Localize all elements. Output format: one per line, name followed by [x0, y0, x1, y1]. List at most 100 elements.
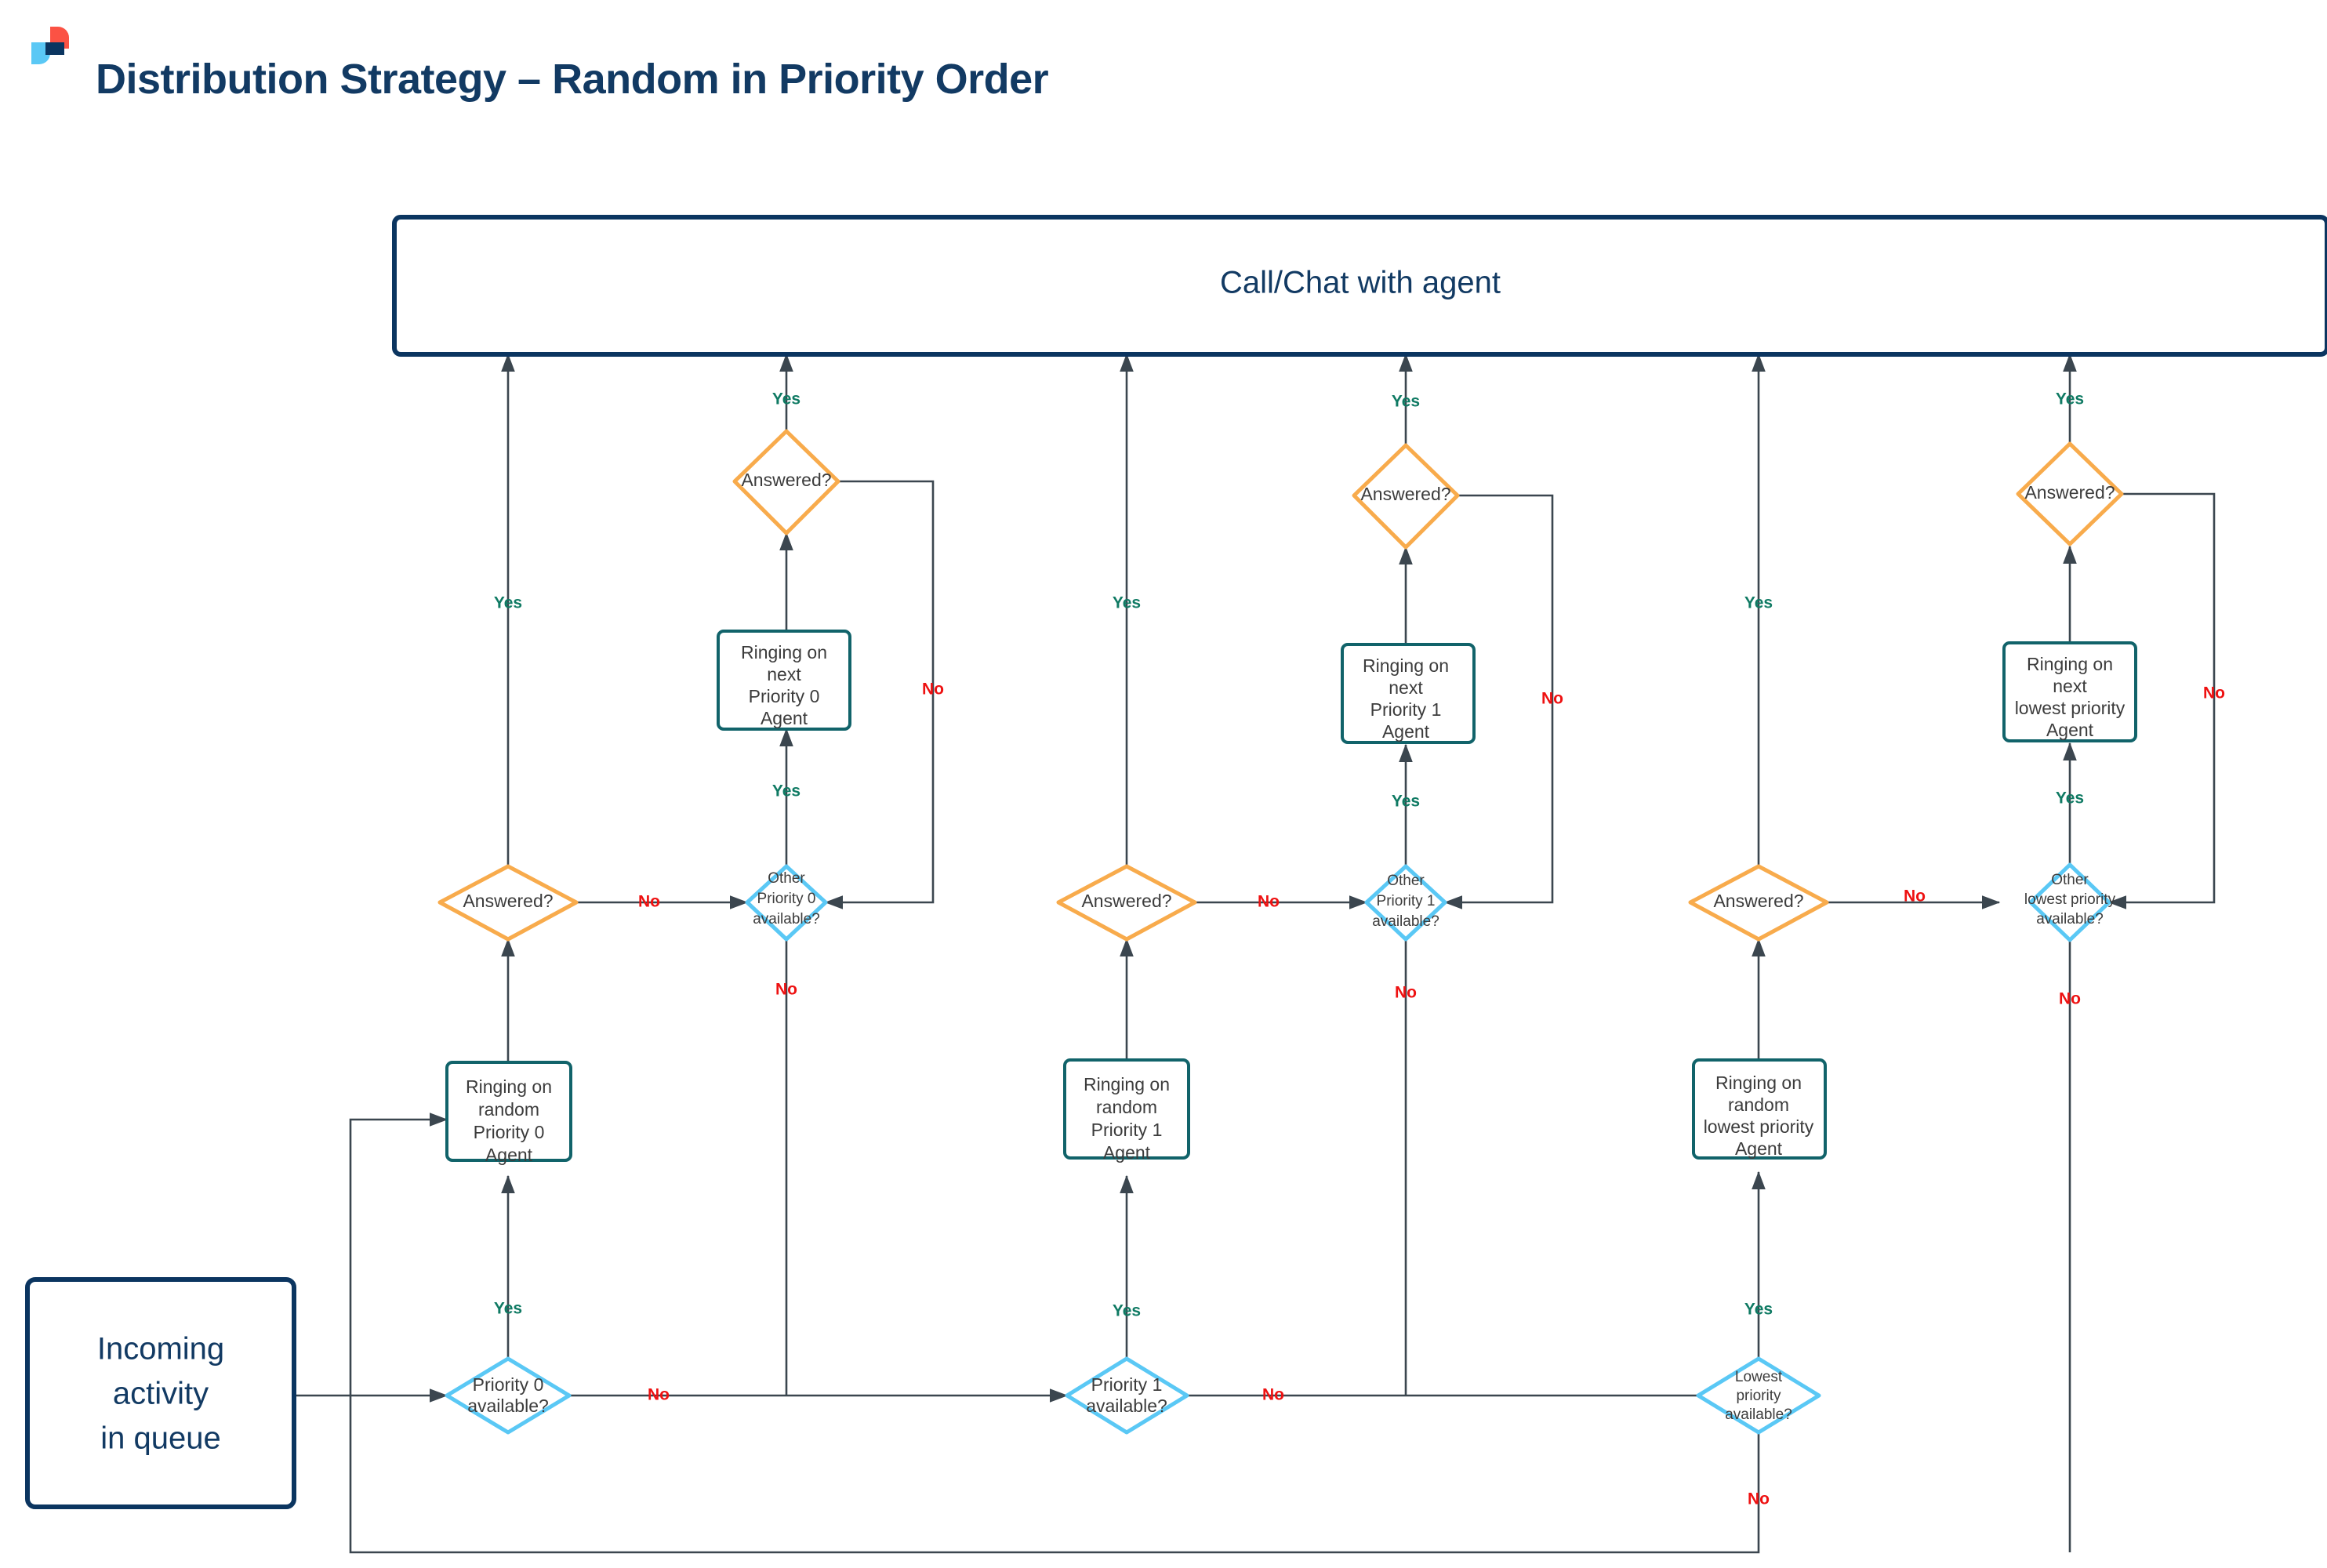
- label-yes-otherp1: Yes: [1392, 793, 1420, 811]
- node-label-ringnext1-line-1: Ringing on: [1363, 655, 1449, 676]
- node-label-otherp0-line-2: Priority 0: [757, 891, 816, 907]
- node-label-ringnextlow-line-3: lowest priority: [2015, 698, 2126, 718]
- node-label-priority1-line-2: available?: [1086, 1396, 1167, 1416]
- label-yes-answeredlowb: Yes: [2056, 390, 2084, 408]
- node-answered-next-lowest[interactable]: Answered?: [2016, 441, 2124, 546]
- node-label-otherp1-line-1: Other: [1387, 873, 1425, 889]
- node-label-ringrandomlow-line-4: Agent: [1735, 1138, 1783, 1159]
- page-title: Distribution Strategy – Random in Priori…: [96, 56, 1049, 103]
- label-yes-answered0b: Yes: [772, 390, 800, 408]
- node-label-ringrandom0-line-2: random: [478, 1099, 539, 1120]
- node-label-lowest-line-3: available?: [1725, 1406, 1792, 1423]
- node-label-otherp0-line-3: available?: [753, 911, 820, 927]
- node-label-ringnextlow-line-1: Ringing on: [2027, 654, 2113, 674]
- node-incoming-activity[interactable]: Incoming activity in queue: [25, 1277, 296, 1509]
- node-call-chat-with-agent[interactable]: Call/Chat with agent: [392, 215, 2327, 357]
- label-no-priority0: No: [648, 1386, 670, 1404]
- node-ringing-random-lowest[interactable]: Ringing on random lowest priority Agent: [1692, 1058, 1827, 1160]
- node-label-ringnext1-line-2: next: [1389, 677, 1423, 698]
- node-label-ringnext1-line-3: Priority 1: [1370, 699, 1442, 720]
- label-no-answered0b: No: [922, 681, 944, 699]
- label-no-answered1b: No: [1541, 690, 1563, 708]
- label-yes-answered1b: Yes: [1392, 393, 1420, 411]
- label-yes-otherlow: Yes: [2056, 789, 2084, 808]
- node-label-answered1b: Answered?: [1360, 484, 1450, 504]
- node-label-ringrandom1-line-2: random: [1096, 1097, 1157, 1117]
- label-no-otherp1: No: [1395, 984, 1417, 1002]
- node-label-priority1-line-1: Priority 1: [1091, 1374, 1163, 1395]
- label-no-answered0: No: [638, 893, 660, 911]
- node-label-ringnextlow-line-4: Agent: [2046, 720, 2094, 740]
- node-label-otherp1-line-3: available?: [1372, 913, 1439, 930]
- node-lowest-priority-available[interactable]: Lowest priority available?: [1696, 1356, 1821, 1435]
- node-label-ringnext0-line-1: Ringing on: [741, 642, 827, 662]
- label-yes-answeredlow: Yes: [1744, 594, 1773, 612]
- node-label-ringnext0-line-2: next: [767, 664, 801, 684]
- node-label-ringnext1-line-4: Agent: [1382, 721, 1430, 742]
- node-other-priority0-available[interactable]: Other Priority 0 available?: [745, 864, 828, 942]
- node-priority1-available[interactable]: Priority 1 available?: [1065, 1356, 1189, 1435]
- node-ringing-next-priority1[interactable]: Ringing on next Priority 1 Agent: [1341, 643, 1476, 744]
- label-no-priority1: No: [1262, 1386, 1284, 1404]
- edge-lowest-no: [349, 1112, 1760, 1554]
- node-label-ringnext0-line-4: Agent: [761, 708, 808, 728]
- edge-answered0b-no: [824, 480, 935, 909]
- node-label-call-chat: Call/Chat with agent: [1220, 266, 1501, 300]
- node-answered-priority0[interactable]: Answered?: [437, 864, 579, 942]
- page-header: Distribution Strategy – Random in Priori…: [0, 0, 2327, 141]
- edge-label-layer: Yes No Yes No Yes No Yes No Yes No Yes N…: [494, 390, 2225, 1508]
- edge-layer: [294, 353, 2216, 1554]
- node-label-incoming-line-3: in queue: [100, 1421, 220, 1456]
- label-yes-otherp0: Yes: [772, 782, 800, 800]
- label-yes-answered1: Yes: [1113, 594, 1141, 612]
- logo-navy-square: [45, 42, 64, 55]
- node-answered-next-priority1[interactable]: Answered?: [1352, 443, 1460, 550]
- node-label-lowest-line-2: priority: [1736, 1388, 1781, 1404]
- edge-answered1b-no: [1443, 494, 1554, 909]
- label-yes-priority1: Yes: [1113, 1302, 1141, 1320]
- node-label-answered0: Answered?: [463, 891, 553, 911]
- node-label-ringrandomlow-line-2: random: [1728, 1094, 1789, 1115]
- node-label-otherlow-line-2: lowest priority: [2024, 891, 2116, 908]
- label-no-answeredlowb: No: [2203, 684, 2225, 702]
- node-ringing-next-priority0[interactable]: Ringing on next Priority 0 Agent: [717, 630, 851, 731]
- node-label-ringrandom0-line-3: Priority 0: [474, 1122, 545, 1142]
- node-label-ringrandom1-line-4: Agent: [1103, 1142, 1151, 1163]
- label-no-answered1: No: [1258, 893, 1280, 911]
- node-label-otherlow-line-3: available?: [2036, 911, 2104, 927]
- node-label-incoming-line-2: activity: [113, 1377, 209, 1411]
- node-priority0-available[interactable]: Priority 0 available?: [445, 1356, 572, 1435]
- label-yes-priority0: Yes: [494, 1300, 522, 1318]
- node-label-ringnextlow-line-2: next: [2053, 676, 2087, 696]
- node-label-otherp0-line-1: Other: [768, 870, 805, 887]
- node-label-answered0b: Answered?: [741, 470, 831, 490]
- node-label-otherp1-line-2: Priority 1: [1377, 893, 1436, 909]
- node-label-answeredlow: Answered?: [1713, 891, 1803, 911]
- node-label-priority0-line-1: Priority 0: [473, 1374, 544, 1395]
- node-label-incoming-line-1: Incoming: [97, 1332, 224, 1367]
- node-label-ringrandom1-line-3: Priority 1: [1091, 1120, 1163, 1140]
- node-label-ringrandom1-line-1: Ringing on: [1084, 1074, 1170, 1094]
- label-yes-answered0: Yes: [494, 594, 522, 612]
- node-label-answered1: Answered?: [1081, 891, 1171, 911]
- node-answered-priority1[interactable]: Answered?: [1056, 864, 1197, 942]
- node-answered-lowest[interactable]: Answered?: [1688, 864, 1829, 942]
- node-answered-next-priority0[interactable]: Answered?: [732, 429, 840, 535]
- node-ringing-next-lowest[interactable]: Ringing on next lowest priority Agent: [2002, 641, 2137, 742]
- node-label-ringnext0-line-3: Priority 0: [749, 686, 820, 706]
- node-other-lowest-available[interactable]: Other lowest priority available?: [2024, 862, 2116, 942]
- node-label-otherlow-line-1: Other: [2051, 872, 2089, 888]
- node-label-answeredlowb: Answered?: [2024, 482, 2115, 503]
- node-label-ringrandomlow-line-1: Ringing on: [1715, 1073, 1802, 1093]
- label-no-otherp0: No: [775, 981, 797, 999]
- node-ringing-random-priority1[interactable]: Ringing on random Priority 1 Agent: [1063, 1058, 1190, 1163]
- node-ringing-random-priority0[interactable]: Ringing on random Priority 0 Agent: [445, 1061, 572, 1165]
- label-yes-lowest: Yes: [1744, 1301, 1773, 1319]
- edge-answeredlowb-no: [2107, 492, 2216, 909]
- node-label-ringrandomlow-line-3: lowest priority: [1704, 1116, 1814, 1137]
- node-label-ringrandom0-line-4: Agent: [485, 1145, 533, 1165]
- node-other-priority1-available[interactable]: Other Priority 1 available?: [1364, 864, 1447, 942]
- brand-logo: [31, 27, 69, 64]
- label-no-lowest: No: [1748, 1490, 1770, 1508]
